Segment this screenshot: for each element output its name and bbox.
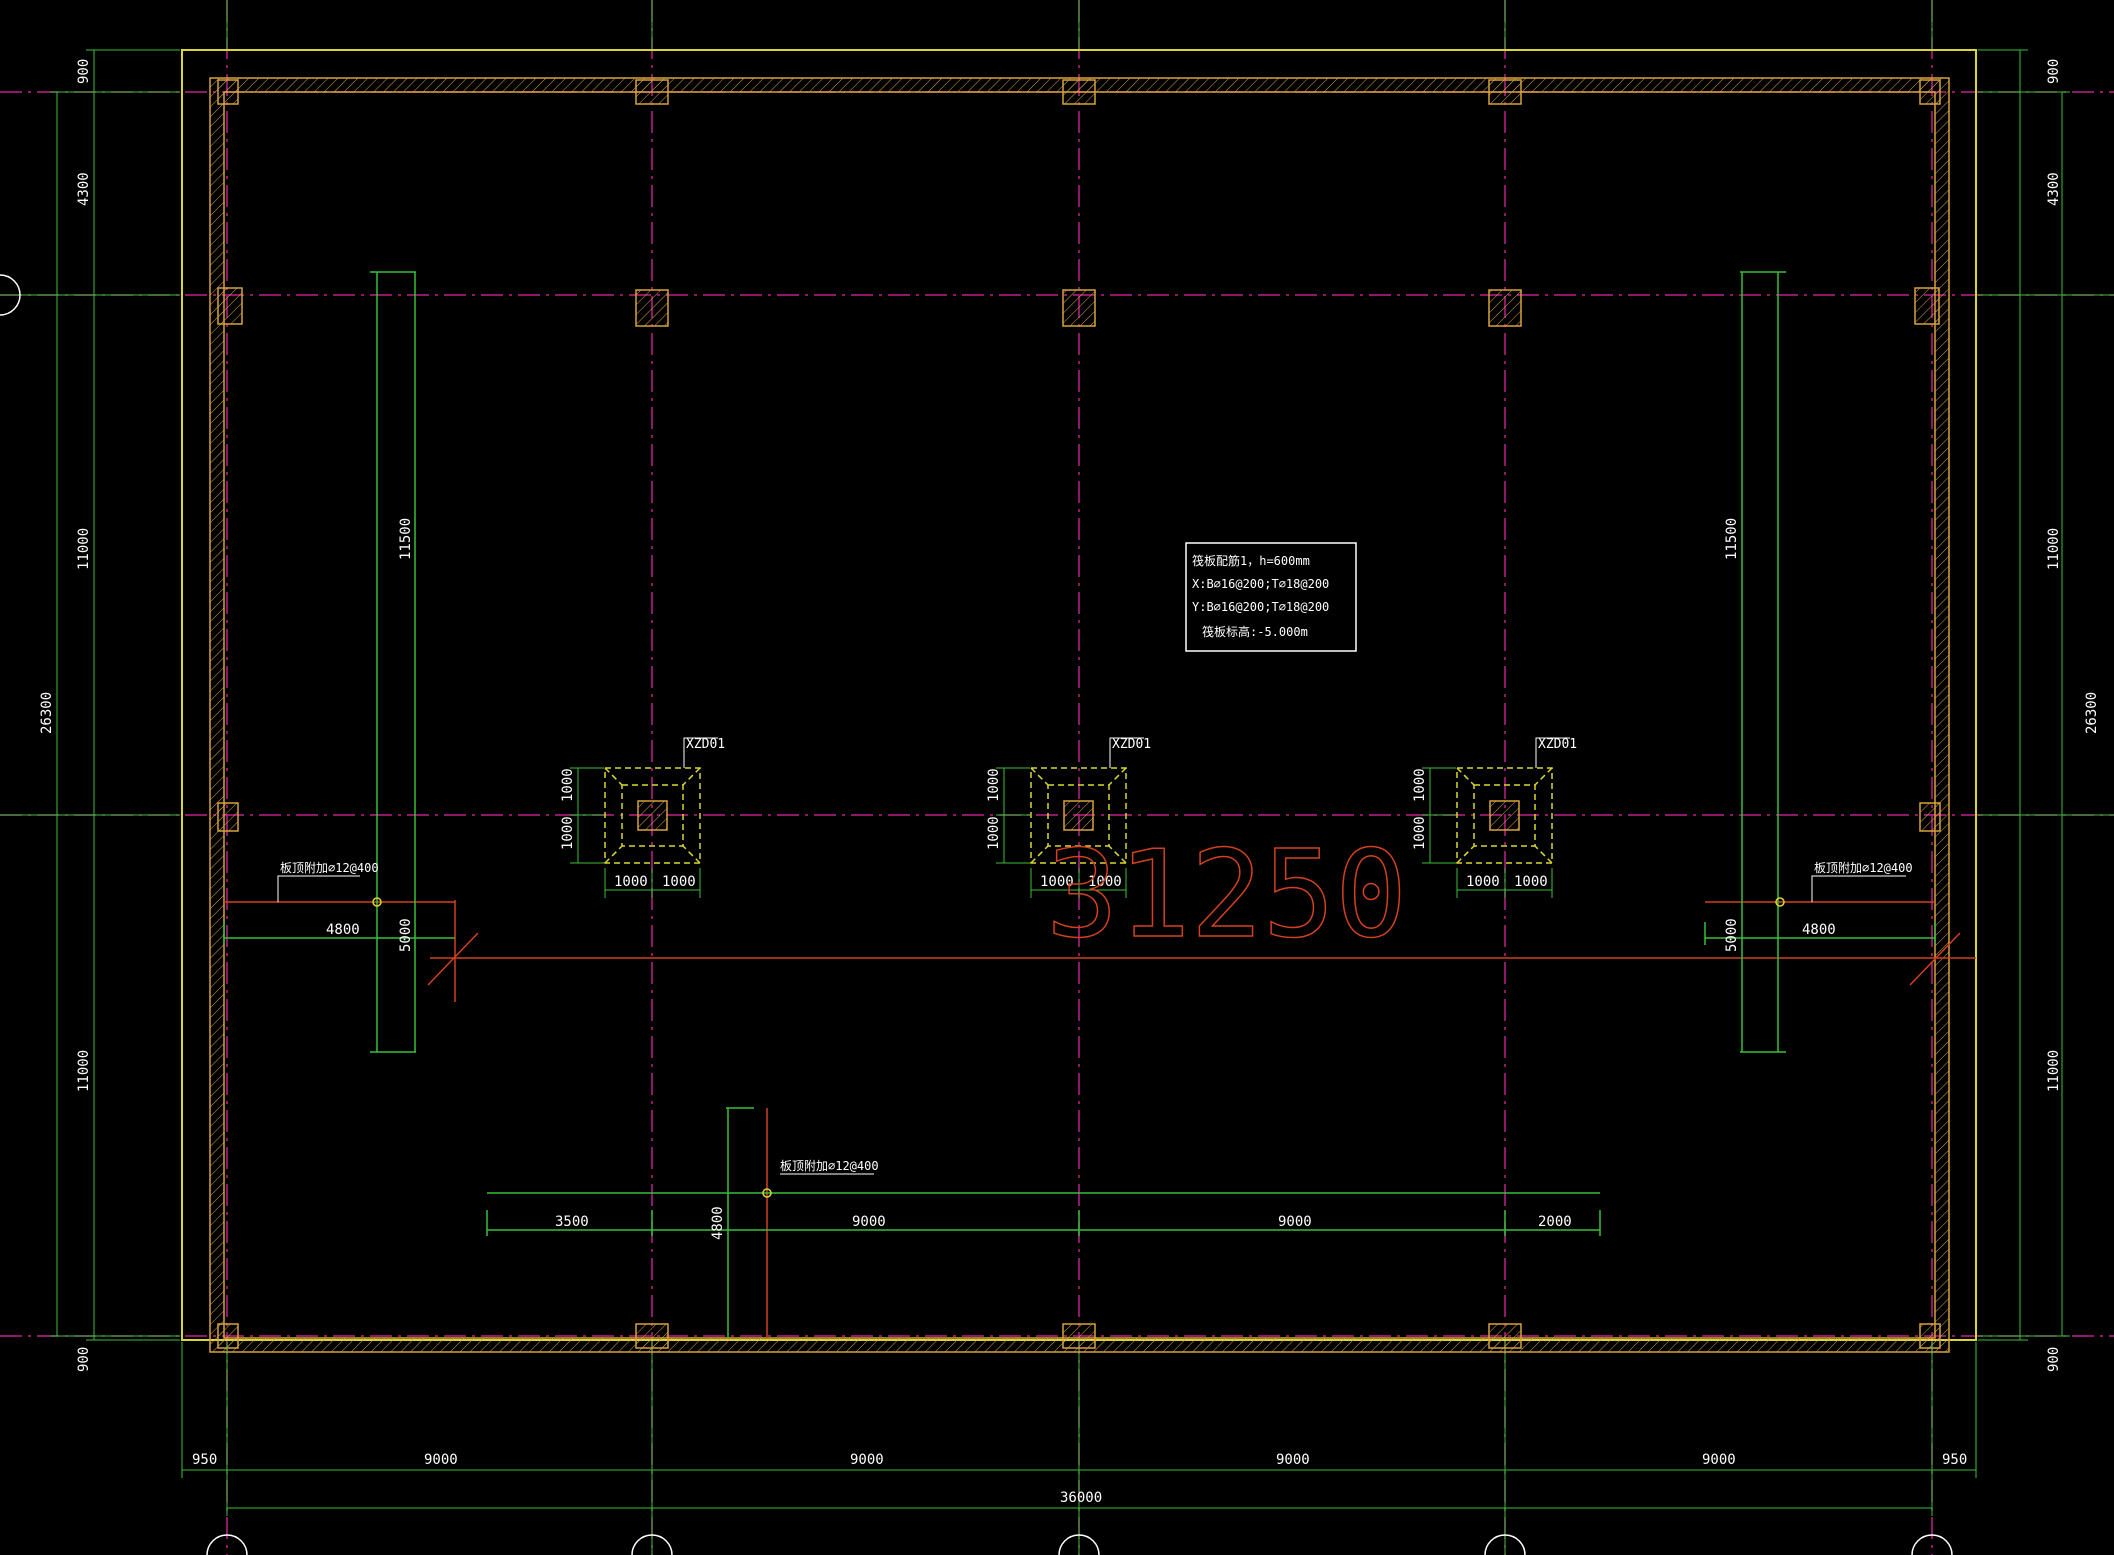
column-cap-middle	[1030, 767, 1127, 864]
stirrup-note-bottom: 板顶附加⌀12@400	[780, 1159, 879, 1173]
pad-dim-mid-h2: 1000	[1088, 874, 1122, 890]
right-dim-11000-lower: 11000	[2046, 1050, 2062, 1092]
rebar-dim-bottom-span-3: 9000	[1278, 1214, 1312, 1230]
column-cap-right	[1456, 767, 1553, 864]
column-cap-left	[604, 767, 701, 864]
right-dim-top-900: 900	[2046, 59, 2062, 84]
right-dim-4300: 4300	[2046, 172, 2062, 206]
column-tag-left: XZD01	[686, 737, 725, 752]
column-left-core	[637, 800, 668, 831]
bottom-dimension-rails	[181, 1342, 1977, 1516]
legend-line-2: X:B⌀16@200;T⌀18@200	[1192, 577, 1329, 591]
pad-dim-mid-h1: 1000	[1040, 874, 1074, 890]
pad-dim-left-h1: 1000	[614, 874, 648, 890]
rebar-dim-left-short: 5000	[398, 918, 414, 952]
rebar-dim-right-vertical: 11500	[1724, 518, 1740, 560]
pad-dim-mid-v1: 1000	[986, 768, 1002, 802]
column-middle-core	[1063, 800, 1094, 831]
bottom-dim-9000-3: 9000	[1276, 1452, 1310, 1468]
left-dim-top-900: 900	[76, 59, 92, 84]
legend-line-4: 筏板标高:-5.000m	[1202, 624, 1308, 639]
column-right-core	[1489, 800, 1520, 831]
bottom-dim-950-right: 950	[1942, 1452, 1967, 1468]
rebar-dim-bottom-span-2: 9000	[852, 1214, 886, 1230]
left-dim-11000-upper: 11000	[76, 528, 92, 570]
rebar-dim-right-short: 5000	[1724, 918, 1740, 952]
pad-dim-left-v2: 1000	[560, 816, 576, 850]
left-dimension-rails	[50, 49, 180, 1341]
rebar-dim-left-horizontal: 4800	[326, 922, 360, 938]
left-dim-4300: 4300	[76, 172, 92, 206]
note-leaders	[277, 875, 1906, 1175]
stirrup-note-right: 板顶附加⌀12@400	[1814, 861, 1913, 875]
rebar-dim-bottom-vertical: 4800	[710, 1206, 726, 1240]
axis-bubbles	[0, 274, 1953, 1555]
rebar-dim-bottom-span-1: 3500	[555, 1214, 589, 1230]
big-dimension-label: 31250	[1046, 826, 1407, 965]
stirrup-note-left: 板顶附加⌀12@400	[280, 861, 379, 875]
legend-box	[1185, 542, 1357, 652]
pad-dim-left-h2: 1000	[662, 874, 696, 890]
pad-dim-right-h1: 1000	[1466, 874, 1500, 890]
bottom-dim-9000-2: 9000	[850, 1452, 884, 1468]
right-dim-11000-upper: 11000	[2046, 528, 2062, 570]
bottom-dim-9000-1: 9000	[424, 1452, 458, 1468]
rebar-dim-right-horizontal: 4800	[1802, 922, 1836, 938]
left-dim-11000-lower: 11000	[76, 1050, 92, 1092]
section-line	[224, 900, 1976, 1338]
right-dimension-rails	[1978, 49, 2070, 1341]
pad-dim-mid-v2: 1000	[986, 816, 1002, 850]
legend-line-3: Y:B⌀16@200;T⌀18@200	[1192, 600, 1329, 614]
rebar-lines	[223, 271, 1936, 1338]
pad-dim-right-v2: 1000	[1412, 816, 1428, 850]
pad-dimension-lines	[570, 767, 1553, 898]
left-dim-bottom-900: 900	[76, 1347, 92, 1372]
legend-line-1: 筏板配筋1，h=600mm	[1192, 553, 1310, 568]
pad-dim-right-h2: 1000	[1514, 874, 1548, 890]
pad-dim-left-v1: 1000	[560, 768, 576, 802]
right-dim-total: 26300	[2084, 692, 2100, 734]
rebar-dim-bottom-span-4: 2000	[1538, 1214, 1572, 1230]
right-dim-bottom-900: 900	[2046, 1347, 2062, 1372]
bottom-dim-950-left: 950	[192, 1452, 217, 1468]
column-tag-right: XZD01	[1538, 737, 1577, 752]
bottom-dim-9000-4: 9000	[1702, 1452, 1736, 1468]
left-dim-total: 26300	[39, 692, 55, 734]
pad-dim-right-v1: 1000	[1412, 768, 1428, 802]
bottom-dim-total: 36000	[1060, 1490, 1102, 1506]
column-tag-leaders	[683, 737, 1570, 768]
rebar-points	[372, 897, 1785, 1198]
rebar-dim-left-vertical: 11500	[398, 518, 414, 560]
column-tag-middle: XZD01	[1112, 737, 1151, 752]
columns	[217, 79, 1941, 1349]
